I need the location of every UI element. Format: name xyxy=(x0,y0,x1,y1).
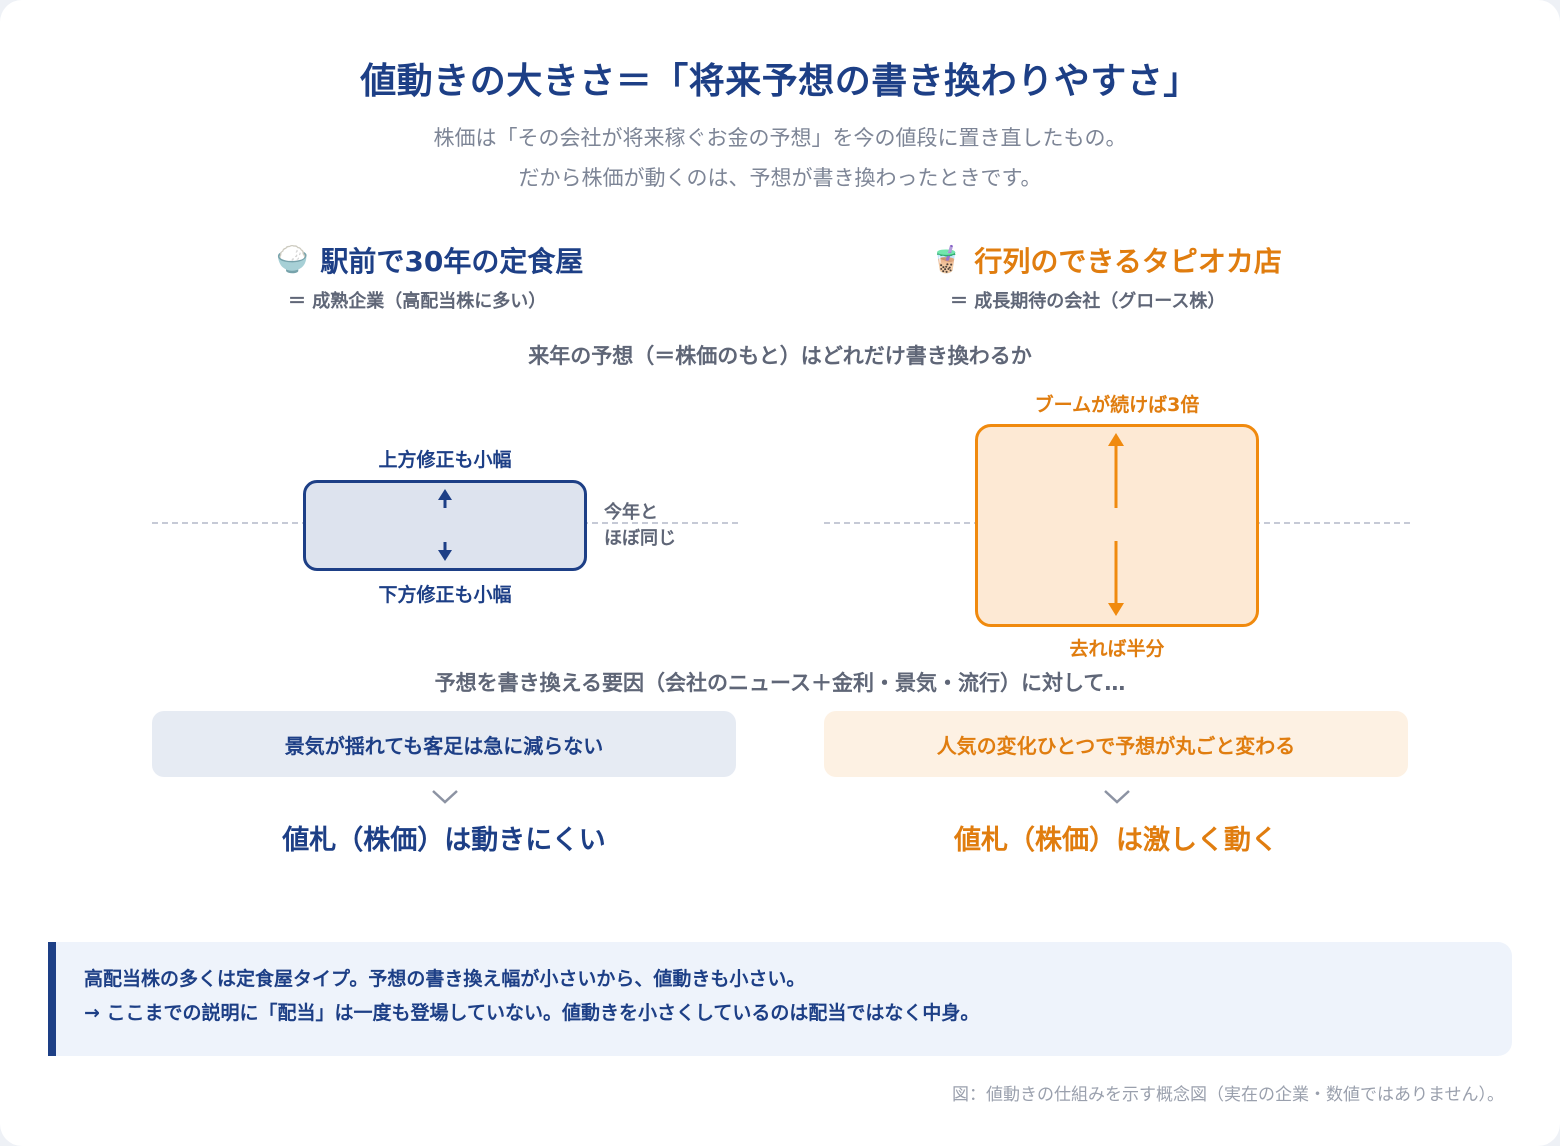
right-down-arrow-icon xyxy=(1108,541,1124,616)
left-heading-text: 駅前で30年の定食屋 xyxy=(320,245,584,278)
page-title: 値動きの大きさ＝「将来予想の書き換わりやすさ」 xyxy=(360,61,1200,102)
left-subheading: ＝ 成熟企業（高配当株に多い） xyxy=(288,291,547,312)
left-up-arrow-icon xyxy=(438,489,452,508)
subtitle-line-2: だから株価が動くのは、予想が書き換わったときです。 xyxy=(518,166,1042,190)
note-line-1: 高配当株の多くは定食屋タイプ。予想の書き換え幅が小さいから、値動きも小さい。 xyxy=(84,968,806,990)
conclusion-note: 高配当株の多くは定食屋タイプ。予想の書き換え幅が小さいから、値動きも小さい。 →… xyxy=(48,942,1512,1056)
baseline-label-line-1: 今年と xyxy=(604,502,658,523)
right-heading: 🧋 行列のできるタピオカ店 xyxy=(930,240,1282,280)
left-up-label: 上方修正も小幅 xyxy=(378,449,512,471)
section-heading-forecast: 来年の予想（＝株価のもと）はどれだけ書き換わるか xyxy=(528,344,1032,368)
note-line-2: → ここまでの説明に「配当」は一度も登場していない。値動きを小さくしているのは配… xyxy=(84,1002,980,1024)
left-factor-text: 景気が揺れても客足は急に減らない xyxy=(284,733,604,758)
left-heading: 🍚 駅前で30年の定食屋 xyxy=(276,240,583,280)
left-down-arrow-icon xyxy=(438,542,452,561)
right-result: 値札（株価）は激しく動く xyxy=(954,825,1278,856)
right-arrows xyxy=(1108,433,1124,616)
right-chevron-down-icon xyxy=(1104,790,1130,804)
right-factor-box: 人気の変化ひとつで予想が丸ごと変わる xyxy=(824,711,1408,777)
left-factor-box: 景気が揺れても客足は急に減らない xyxy=(152,711,736,777)
rice-bowl-icon: 🍚 xyxy=(276,245,309,275)
left-arrows xyxy=(438,489,452,561)
subtitle-line-1: 株価は「その会社が将来稼ぐお金の予想」を今の値段に置き直したもの。 xyxy=(433,126,1127,150)
baseline-label: 今年と ほぼ同じ xyxy=(604,500,676,552)
left-result: 値札（株価）は動きにくい xyxy=(282,825,606,856)
right-up-label: ブームが続けば3倍 xyxy=(1034,394,1200,416)
left-chevron-down-icon xyxy=(432,790,458,804)
right-factor-text: 人気の変化ひとつで予想が丸ごと変わる xyxy=(936,733,1296,758)
figure-caption: 図：値動きの仕組みを示す概念図（実在の企業・数値ではありません）。 xyxy=(952,1085,1504,1105)
bubble-tea-icon: 🧋 xyxy=(930,245,963,275)
right-heading-text: 行列のできるタピオカ店 xyxy=(974,245,1282,278)
right-down-label: 去れば半分 xyxy=(1069,638,1165,660)
left-down-label: 下方修正も小幅 xyxy=(378,584,512,606)
right-up-arrow-icon xyxy=(1108,433,1124,508)
baseline-label-line-2: ほぼ同じ xyxy=(604,528,676,549)
right-subheading: ＝ 成長期待の会社（グロース株） xyxy=(950,291,1226,312)
section-heading-factors: 予想を書き換える要因（会社のニュース＋金利・景気・流行）に対して… xyxy=(434,671,1126,695)
